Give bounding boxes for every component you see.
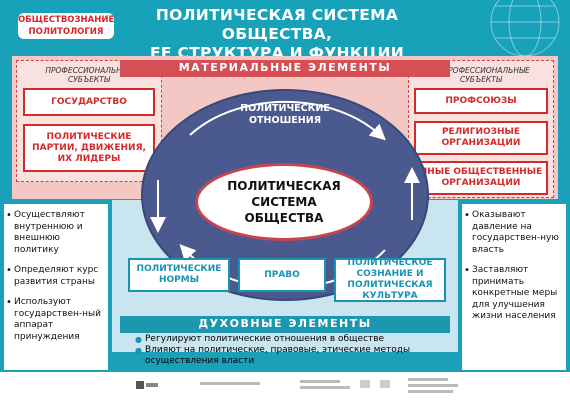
nonprofessional-functions-list: Оказывают давление на государствен-ную в… — [462, 204, 566, 370]
system-line-1: ПОЛИТИЧЕСКАЯ — [227, 179, 341, 193]
relations-line-2: ОТНОШЕНИЯ — [248, 115, 322, 126]
footer-fineprint-line — [200, 382, 260, 385]
heading-line-2: СУБЪЕКТЫ — [460, 75, 502, 84]
spiritual-functions-list: Регулируют политические отношения в обще… — [135, 334, 435, 367]
heading-line-1: ПРОФЕССИОНАЛЬНЫЕ — [45, 66, 133, 75]
heading-line-1: НЕПРОФЕССИОНАЛЬНЫЕ — [432, 66, 530, 75]
political-system-center: ПОЛИТИЧЕСКАЯ СИСТЕМА ОБЩЕСТВА — [195, 163, 373, 241]
tag-line-1: ОБЩЕСТВОЗНАНИЕ — [18, 15, 115, 25]
function-item: Заставляют принимать конкретные меры для… — [464, 265, 562, 323]
box-unions: ПРОФСОЮЗЫ — [414, 88, 548, 114]
footer-bar — [0, 372, 570, 400]
box-public-orgs: ИНЫЕ ОБЩЕСТВЕННЫЕ ОРГАНИЗАЦИИ — [414, 161, 548, 195]
spiritual-function-item: Влияют на политические, правовые, этичес… — [135, 345, 435, 367]
system-line-3: ОБЩЕСТВА — [244, 211, 324, 225]
relations-line-1: ПОЛИТИЧЕСКИЕ — [240, 103, 330, 114]
footer-fineprint-line — [300, 386, 350, 389]
function-item: Осуществляют внутреннюю и внешнюю полити… — [6, 210, 104, 256]
box-religious: РЕЛИГИОЗНЫЕ ОРГАНИЗАЦИИ — [414, 121, 548, 155]
title-line-1: ПОЛИТИЧЕСКАЯ СИСТЕМА ОБЩЕСТВА, — [155, 6, 399, 43]
footer-fineprint-line — [360, 380, 370, 388]
nonprofessional-subjects-heading: НЕПРОФЕССИОНАЛЬНЫЕ СУБЪЕКТЫ — [408, 66, 554, 84]
professional-subjects-heading: ПРОФЕССИОНАЛЬНЫЕ СУБЪЕКТЫ — [16, 66, 162, 84]
box-political-consciousness: ПОЛИТИЧЕСКОЕ СОЗНАНИЕ И ПОЛИТИЧЕСКАЯ КУЛ… — [334, 258, 446, 302]
box-political-norms: ПОЛИТИЧЕСКИЕ НОРМЫ — [128, 258, 230, 292]
heading-line-2: СУБЪЕКТЫ — [68, 75, 110, 84]
function-item: Используют государствен-ный аппарат прин… — [6, 297, 104, 343]
system-line-2: СИСТЕМА — [251, 195, 317, 209]
footer-fineprint-line — [300, 380, 340, 383]
box-law: ПРАВО — [238, 258, 326, 292]
spiritual-elements-label: ДУХОВНЫЕ ЭЛЕМЕНТЫ — [120, 316, 450, 333]
footer-fineprint-line — [408, 390, 453, 393]
globe-decoration-icon — [490, 0, 560, 57]
footer-fineprint-line — [408, 384, 458, 387]
box-parties: ПОЛИТИЧЕСКИЕ ПАРТИИ, ДВИЖЕНИЯ, ИХ ЛИДЕРЫ — [23, 124, 155, 172]
function-item: Определяют курс развития страны — [6, 265, 104, 288]
function-item: Оказывают давление на государствен-ную в… — [464, 210, 562, 256]
material-elements-label: МАТЕРИАЛЬНЫЕ ЭЛЕМЕНТЫ — [120, 60, 450, 77]
spiritual-function-item: Регулируют политические отношения в обще… — [135, 334, 435, 345]
political-relations-label: ПОЛИТИЧЕСКИЕ ОТНОШЕНИЯ — [218, 103, 352, 127]
professional-functions-list: Осуществляют внутреннюю и внешнюю полити… — [4, 204, 108, 370]
subject-tag: ОБЩЕСТВОЗНАНИЕ ПОЛИТОЛОГИЯ — [18, 13, 114, 39]
box-state: ГОСУДАРСТВО — [23, 88, 155, 116]
poster-title: ПОЛИТИЧЕСКАЯ СИСТЕМА ОБЩЕСТВА, ЕЕ СТРУКТ… — [122, 6, 432, 63]
tag-line-2: ПОЛИТОЛОГИЯ — [28, 27, 104, 37]
publisher-logo-icon — [136, 381, 158, 389]
footer-fineprint-line — [408, 378, 448, 381]
footer-fineprint-line — [380, 380, 390, 388]
